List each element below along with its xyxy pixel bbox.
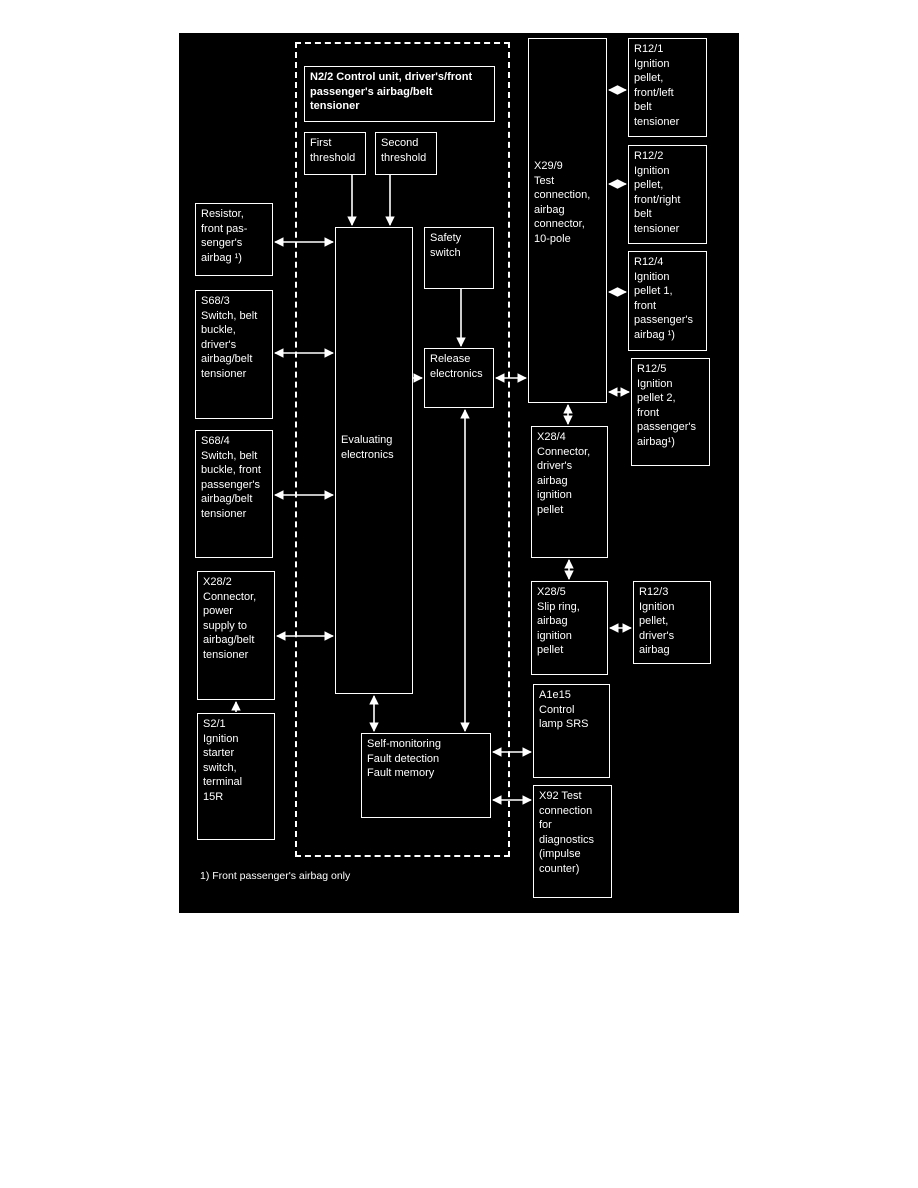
x92-box: X92 Test connection for diagnostics (imp… — [533, 785, 612, 898]
r12-5-box: R12/5 Ignition pellet 2, front passenger… — [631, 358, 710, 466]
s68-4-box: S68/4 Switch, belt buckle, front passeng… — [195, 430, 273, 558]
x28-2-box: X28/2 Connector, power supply to airbag/… — [197, 571, 275, 700]
r12-4-box: R12/4 Ignition pellet 1, front passenger… — [628, 251, 707, 351]
s2-1-box: S2/1 Ignition starter switch, terminal 1… — [197, 713, 275, 840]
second-threshold-box: Second threshold — [375, 132, 437, 175]
r12-3-box: R12/3 Ignition pellet, driver's airbag — [633, 581, 711, 664]
r12-1-box: R12/1 Ignition pellet, front/left belt t… — [628, 38, 707, 137]
safety-switch-box: Safety switch — [424, 227, 494, 289]
footnote: 1) Front passenger's airbag only — [200, 870, 351, 882]
x28-5-box: X28/5 Slip ring, airbag ignition pellet — [531, 581, 608, 675]
evaluating-electronics-box: Evaluating electronics — [335, 227, 413, 694]
release-electronics-box: Release electronics — [424, 348, 494, 408]
a1e15-box: A1e15 Control lamp SRS — [533, 684, 610, 778]
resistor-box: Resistor, front pas- senger's airbag ¹) — [195, 203, 273, 276]
first-threshold-box: First threshold — [304, 132, 366, 175]
x28-4-box: X28/4 Connector, driver's airbag ignitio… — [531, 426, 608, 558]
control-unit-title: N2/2 Control unit, driver's/front passen… — [304, 66, 495, 122]
self-monitoring-box: Self-monitoring Fault detection Fault me… — [361, 733, 491, 818]
control-unit-boundary — [295, 42, 510, 857]
r12-2-box: R12/2 Ignition pellet, front/right belt … — [628, 145, 707, 244]
s68-3-box: S68/3 Switch, belt buckle, driver's airb… — [195, 290, 273, 419]
x29-9-test-connection-box: X29/9 Test connection, airbag connector,… — [528, 38, 607, 403]
